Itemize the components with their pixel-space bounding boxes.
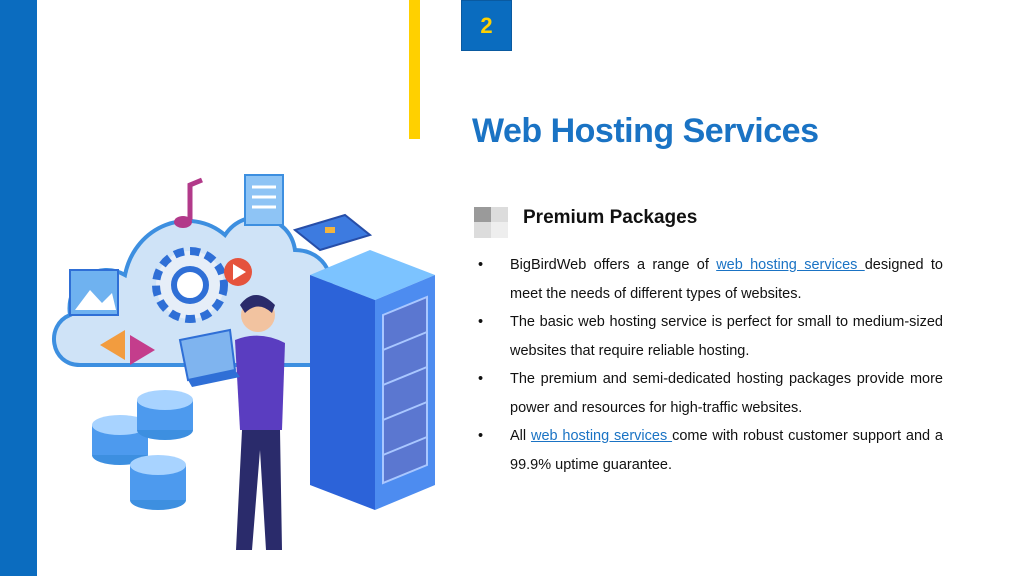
bullet-item: • The premium and semi-dedicated hosting … (478, 365, 943, 422)
person-with-laptop-icon (178, 295, 285, 550)
section-square-icon (474, 207, 508, 238)
bullet-text: The premium and semi-dedicated hosting p… (510, 371, 943, 416)
bullet-item: • All web hosting services come with robu… (478, 422, 943, 479)
bullet-item: • The basic web hosting service is perfec… (478, 308, 943, 365)
bullet-dot: • (478, 257, 484, 273)
web-hosting-services-link[interactable]: web hosting services (530, 428, 673, 444)
bullet-text: The basic web hosting service is perfect… (510, 314, 943, 359)
server-hosting-illustration (52, 174, 435, 550)
image-icon (69, 269, 119, 316)
bullet-text: All (510, 428, 531, 444)
bullet-text: BigBirdWeb offers a range of (510, 257, 717, 273)
bullet-text: come with robust customer support and a … (510, 428, 943, 473)
bullet-list: • BigBirdWeb offers a range of web hostin… (478, 251, 943, 479)
circuit-board-icon (292, 213, 373, 252)
left-accent-bar (0, 0, 37, 576)
gear-icon (152, 247, 228, 323)
bullet-dot: • (478, 428, 484, 444)
document-icon (244, 174, 284, 226)
slide-title: Web Hosting Services (472, 112, 819, 150)
bullet-dot: • (478, 314, 484, 330)
web-hosting-services-link[interactable]: web hosting services (716, 257, 865, 273)
page-number-badge: 2 (461, 0, 512, 51)
section-subtitle: Premium Packages (523, 207, 698, 228)
database-icon (92, 390, 193, 510)
bullet-item: • BigBirdWeb offers a range of web hostin… (478, 251, 943, 308)
music-note-icon (174, 177, 203, 228)
server-rack-icon (310, 250, 435, 510)
bullet-text: designed to meet the needs of different … (510, 257, 943, 302)
transfer-arrows-icon (100, 330, 155, 365)
yellow-accent-line (409, 0, 420, 139)
bullet-dot: • (478, 371, 484, 387)
play-icon (224, 258, 252, 286)
